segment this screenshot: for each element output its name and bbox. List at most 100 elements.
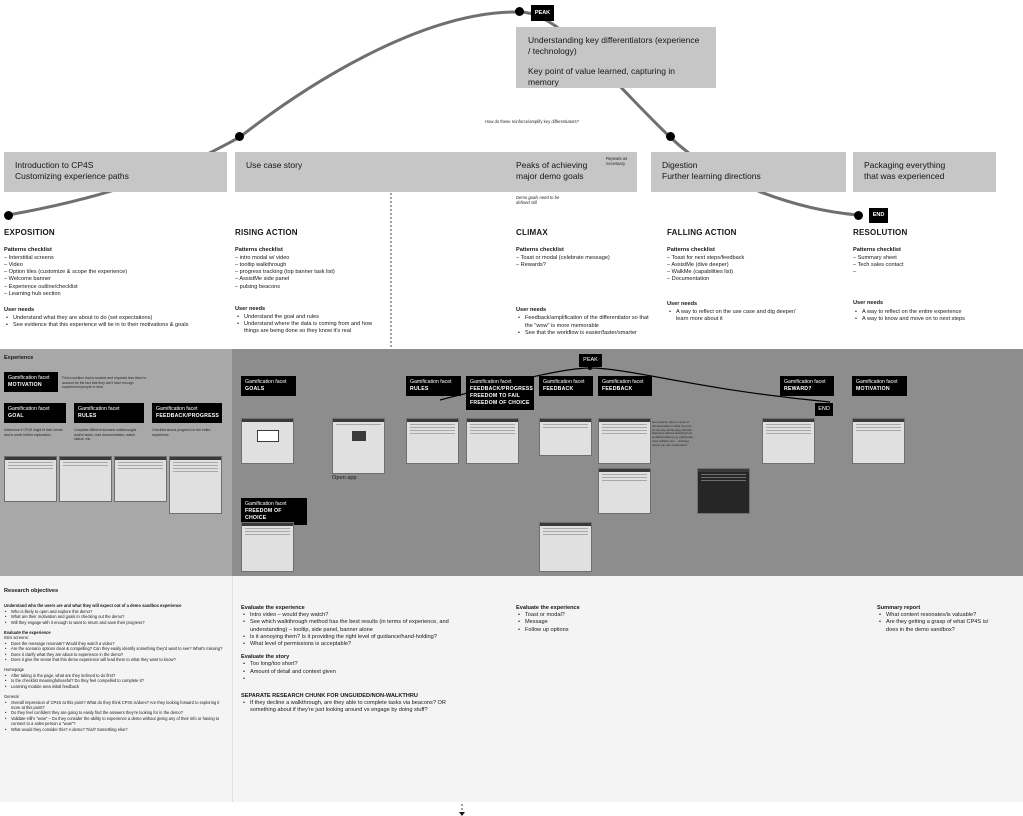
facet-name: RULES (78, 413, 97, 419)
facet-reward: Gamification facet REWARD? (780, 376, 834, 396)
peak-box-line2: Key point of value learned, capturing in… (528, 66, 675, 87)
screenshot-thumbnail (241, 522, 294, 572)
research-item (241, 676, 456, 683)
section-title: RISING ACTION (235, 228, 298, 237)
facet-name: FREEDOM OF CHOICE (245, 508, 282, 521)
research-item: See which walkthrough method has the bes… (241, 619, 456, 633)
facet-name: FEEDBACK/PROGRESS FREEDOM TO FAIL FREEDO… (470, 386, 534, 406)
pattern-item: – Toast or modal (celebrate message) (516, 255, 610, 262)
facet-prefix: Gamification facet (410, 379, 452, 385)
arc-dot-exposition (4, 211, 13, 220)
need-item: Understand the goal and rules (235, 314, 375, 321)
need-item: A way to reflect on the entire experienc… (853, 309, 978, 316)
research-item: Is the checklist meaningful/useful? Do t… (4, 678, 226, 684)
research-item: Intro video – would they watch? (241, 612, 456, 619)
pattern-item: – Video (4, 262, 23, 269)
screenshot-thumbnail (169, 456, 222, 514)
screenshot-thumbnail (466, 418, 519, 464)
research-heading: Evaluate the experience (516, 605, 580, 611)
research-objectives: Research objectives Understand who the u… (4, 588, 226, 733)
pattern-item: – pulsing beacons (235, 283, 281, 290)
pattern-item: – Welcome banner (4, 276, 51, 283)
facet-prefix: Gamification facet (156, 406, 198, 412)
facet-prefix: Gamification facet (543, 379, 585, 385)
patterns-title: Patterns checklist (516, 247, 564, 254)
peak-tag: PEAK (531, 5, 554, 21)
facet-motivation-2: Gamification facet MOTIVATION (852, 376, 907, 396)
screenshot-thumbnail (406, 418, 459, 464)
facet-feedback-progress: Gamification facet FEEDBACK/PROGRESS (152, 403, 222, 423)
research-item: Are they getting a grasp of what CP4S is… (877, 619, 997, 633)
facet-freedom-of-choice: Gamification facet FREEDOM OF CHOICE (241, 498, 307, 525)
research-title: Research objectives (4, 588, 59, 594)
end-tag: END (869, 208, 888, 223)
facet-goal: Gamification facet GOAL (4, 403, 66, 423)
screenshot-thumbnail (539, 418, 592, 456)
need-item: See evidence that this experience will t… (4, 322, 228, 329)
facet-rules-2: Gamification facet RULES (406, 376, 461, 396)
screenshot-thumbnail (762, 418, 815, 464)
research-item: After taking in the page, what are they … (4, 673, 226, 679)
demo-goals-note: Demo goals need to be defined still (516, 195, 560, 205)
facet-prefix: Gamification facet (602, 379, 644, 385)
research-item: What would they consider this? A demo? T… (4, 727, 226, 733)
pattern-item: – Summary sheet (853, 255, 897, 262)
facet-name: FEEDBACK (543, 386, 574, 392)
research-climax: Evaluate the experience Toast or modal? … (516, 605, 646, 634)
facet-name: MOTIVATION (8, 382, 42, 388)
screenshot-thumbnail (241, 418, 294, 464)
open-app-label: Open app (332, 475, 357, 481)
question-note: How do these reinforce/amplify key diffe… (485, 119, 579, 124)
needs-title: User needs (853, 300, 884, 307)
research-item: Toast or modal? (516, 612, 646, 619)
research-item: Message (516, 619, 646, 626)
motivation-note: Find a solution that is smarter and requ… (62, 376, 147, 389)
need-item: Feedback/amplification of the differenti… (516, 315, 650, 329)
section-climax: CLIMAX Patterns checklist – Toast or mod… (516, 228, 650, 336)
rules-note: Complete different scenario walkthroughs… (74, 428, 137, 441)
research-rising: Evaluate the experience Intro video – wo… (241, 605, 456, 714)
section-title: RESOLUTION (853, 228, 908, 237)
facet-name: RULES (410, 386, 429, 392)
arc-dot-falling (666, 132, 675, 141)
arc-dot-end (854, 211, 863, 220)
facet-motivation: Gamification facet MOTIVATION (4, 372, 58, 392)
research-sub: General (4, 694, 19, 700)
facet-name: GOAL (8, 413, 24, 419)
needs-title: User needs (667, 300, 698, 307)
research-sub: Intro screens: (4, 635, 29, 641)
research-item: Who is likely to open and explore this d… (4, 609, 226, 615)
research-heading: Evaluate the experience (241, 605, 305, 611)
pattern-item: – Learning hub section (4, 290, 61, 297)
stage-climax-line1: Peaks of achieving (516, 160, 588, 170)
stage-falling: Digestion Further learning directions (651, 152, 846, 192)
pattern-item: – tooltip walkthrough (235, 262, 287, 269)
facet-prefix: Gamification facet (8, 375, 50, 381)
facet-name: MOTIVATION (856, 386, 890, 392)
needs-title: User needs (4, 306, 35, 313)
facet-goals: Gamification facet GOALS (241, 376, 296, 396)
screenshot-thumbnail (114, 456, 167, 502)
need-item: A way to reflect on the use case and dig… (667, 309, 807, 323)
research-resolution: Summary report What content resonates/is… (877, 605, 997, 634)
screenshot-thumbnail (59, 456, 112, 502)
stage-exposition: Introduction to CP4S Customizing experie… (4, 152, 227, 192)
connector-arrowhead (459, 812, 465, 816)
screenshot-thumbnail (332, 418, 385, 474)
pattern-item: – Documentation (667, 276, 710, 283)
arc-dot-peak (515, 7, 524, 16)
pattern-item: – Interstitial screens (4, 255, 54, 262)
facet-prefix: Gamification facet (8, 406, 50, 412)
research-heading: Evaluate the story (241, 654, 290, 661)
pattern-item: – Toast for next steps/feedback (667, 255, 745, 262)
section-title: EXPOSITION (4, 228, 55, 237)
goal-note: Determine if CP4S might fit their needs … (4, 428, 63, 437)
section-title: FALLING ACTION (667, 228, 737, 237)
patterns-title: Patterns checklist (667, 247, 715, 254)
experience-label: Experience (4, 355, 34, 361)
facet-prefix: Gamification facet (784, 379, 826, 385)
research-item: Does the message resonate? Would they wa… (4, 641, 226, 647)
screenshot-thumbnail (598, 418, 651, 464)
research-item: Does it give the sense that this demo ex… (4, 657, 226, 663)
section-resolution: RESOLUTION Patterns checklist – Summary … (853, 228, 978, 322)
